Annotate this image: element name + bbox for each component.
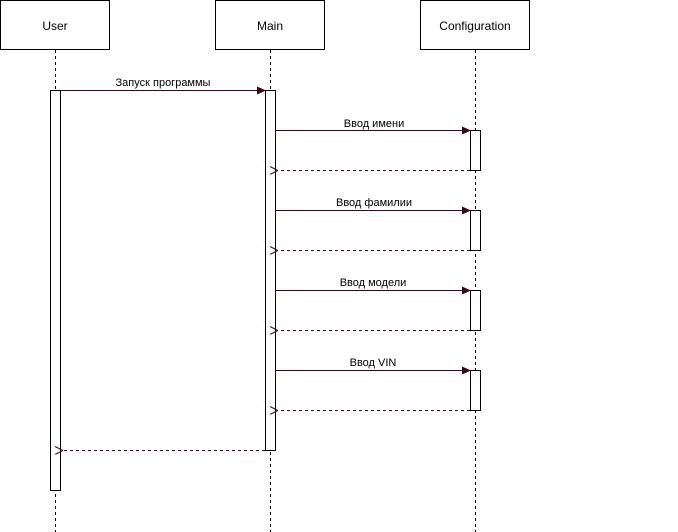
activation-configuration-3 [470, 290, 481, 331]
activation-configuration-4 [470, 370, 481, 411]
message-label-vin: Ввод VIN [350, 357, 397, 369]
activation-user [50, 90, 61, 491]
activation-configuration-2 [470, 210, 481, 251]
participant-configuration-label: Configuration [439, 19, 510, 33]
participant-main[interactable]: Main [215, 0, 325, 50]
participant-user[interactable]: User [0, 0, 110, 50]
activation-configuration-1 [470, 130, 481, 171]
message-label-surname: Ввод фамилии [336, 197, 412, 209]
message-label-model: Ввод модели [340, 277, 407, 289]
participant-user-label: User [42, 19, 67, 33]
message-label-launch: Запуск программы [116, 77, 211, 89]
participant-main-label: Main [257, 19, 283, 33]
message-label-name: Ввод имени [344, 118, 404, 130]
participant-configuration[interactable]: Configuration [420, 0, 530, 50]
activation-main [265, 90, 276, 451]
